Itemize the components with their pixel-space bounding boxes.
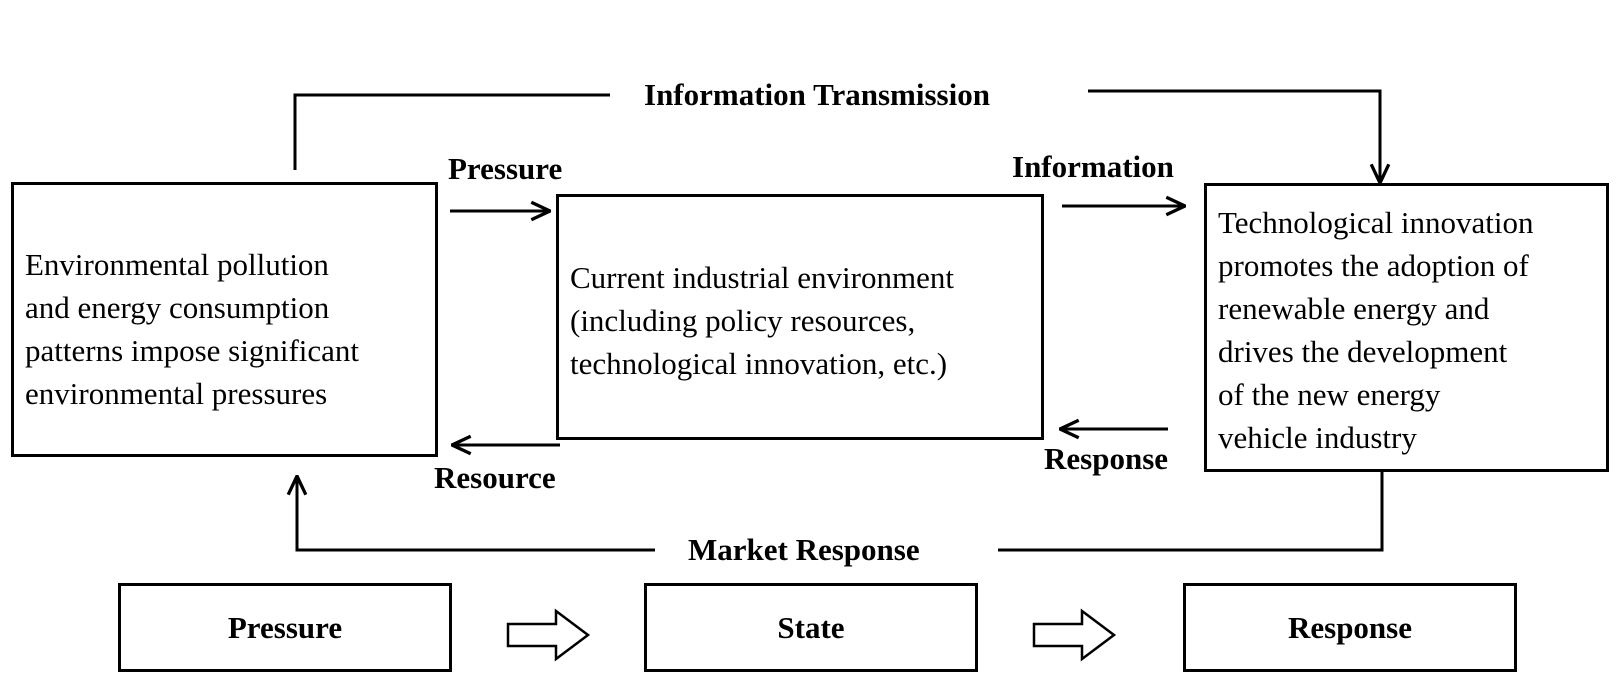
response-arrow-label: Response — [1044, 441, 1169, 476]
current-state-text: Current industrial environment (includin… — [570, 260, 954, 381]
phase-pressure-box: Pressure — [118, 583, 452, 672]
information-arrow-label: Information — [1012, 149, 1174, 184]
current-state-box — [556, 194, 1044, 440]
info-transmission-line-right — [1088, 89, 1380, 183]
phase-response-box: Response — [1183, 583, 1517, 672]
info-transmission-line-left — [293, 93, 610, 170]
phase-arrow-1 — [506, 608, 591, 662]
phase-pressure-label: Pressure — [227, 609, 343, 645]
market-response-line-left — [297, 476, 655, 552]
response-outcome-text: Technological innovation promotes the ad… — [1218, 205, 1534, 455]
phase-response-label: Response — [1287, 609, 1412, 645]
info-transmission-label: Information Transmission — [644, 77, 990, 112]
pressure-source-text: Environmental pollution and energy consu… — [25, 247, 360, 411]
market-response-label: Market Response — [688, 532, 920, 567]
pressure-source-box — [11, 182, 438, 457]
phase-state-box: State — [644, 583, 978, 672]
market-response-line-right — [998, 470, 1384, 552]
resource-arrow-label: Resource — [434, 460, 556, 495]
phase-state-label: State — [777, 609, 845, 645]
phase-arrow-2 — [1032, 608, 1117, 662]
pressure-arrow-label: Pressure — [448, 151, 563, 186]
response-outcome-box — [1204, 183, 1609, 472]
